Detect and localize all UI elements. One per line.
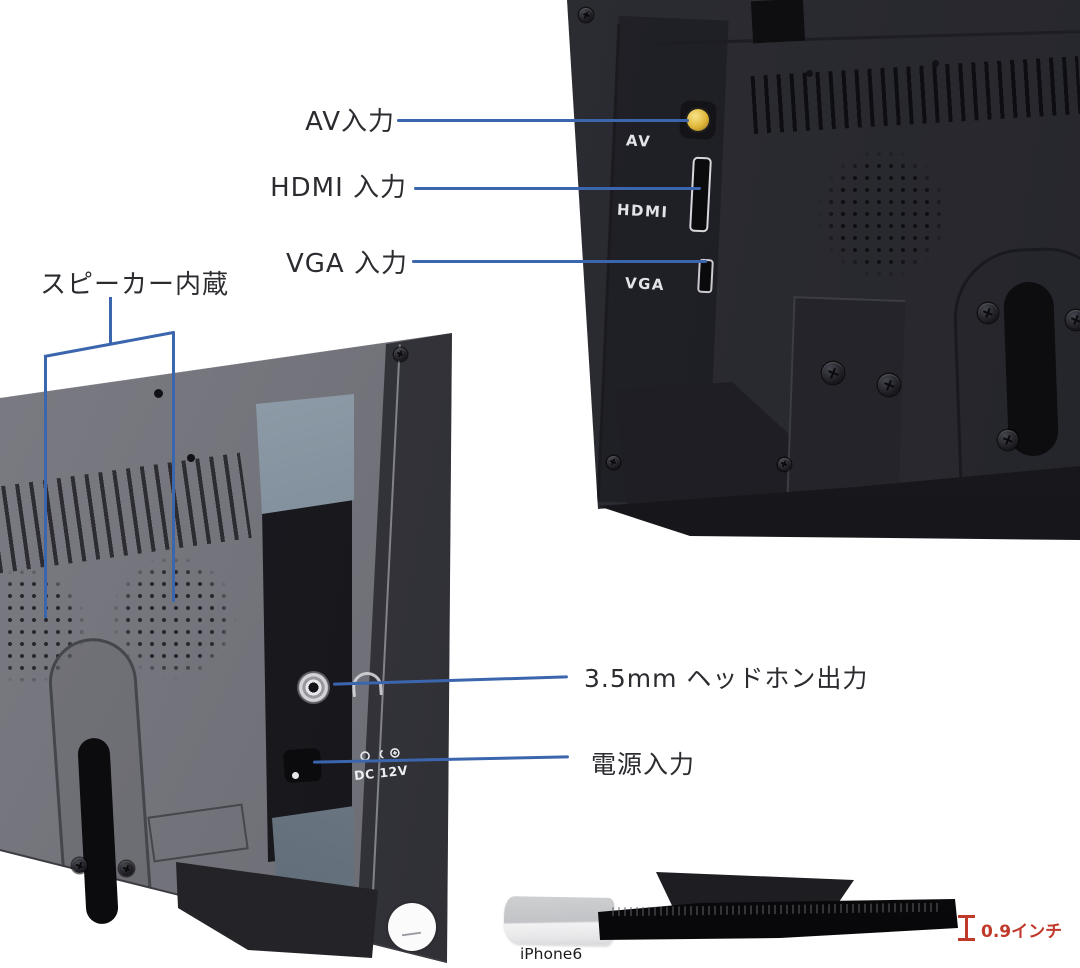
callout-power-label: 電源入力 [591, 750, 696, 779]
hdmi-port [689, 156, 712, 233]
recessed-rectangle [147, 803, 249, 863]
thickness-bracket-icon [958, 915, 976, 941]
vent-slots [750, 56, 1080, 134]
screw [607, 456, 620, 469]
thickness-label: 0.9インチ [981, 922, 1063, 942]
round-sticker [388, 903, 436, 951]
callout-headphone-label: 3.5mm ヘッドホン出力 [584, 664, 869, 693]
av-rca-port [687, 109, 709, 131]
screw [822, 362, 844, 384]
screw [119, 861, 134, 876]
speaker-grille [813, 148, 953, 280]
speaker-bracket-left-line [44, 356, 47, 618]
headphone-jack [297, 671, 330, 704]
callout-hdmi-label: HDMI 入力 [270, 173, 407, 203]
vent-slots [0, 452, 252, 574]
av-port-label: AV [625, 131, 652, 151]
vga-port-label: VGA [624, 273, 666, 295]
iphone-label: iPhone6 [520, 945, 583, 963]
speaker-bracket-right-line [172, 332, 175, 602]
callout-hdmi-line [414, 187, 701, 190]
iphone-side-view [503, 896, 615, 945]
callout-av-line [397, 119, 689, 122]
callout-vga-line [412, 260, 707, 263]
screw [778, 458, 791, 471]
mount-tab [750, 0, 806, 44]
screw [72, 858, 87, 873]
power-polarity-icon [360, 748, 400, 761]
pin-hole [932, 60, 939, 67]
sticker-mark [401, 931, 422, 937]
screw [394, 348, 407, 361]
callout-vga-label: VGA 入力 [286, 249, 408, 279]
screw [978, 303, 998, 323]
screw [998, 430, 1018, 450]
pin-hole [154, 389, 163, 398]
pin-hole [187, 454, 195, 462]
screw [1066, 310, 1080, 330]
hdmi-port-label: HDMI [616, 200, 669, 222]
dc-power-jack [282, 747, 323, 784]
pin-hole [806, 70, 813, 77]
screw [579, 8, 593, 22]
vga-port [697, 258, 714, 294]
raised-panel [786, 296, 906, 500]
screw [878, 374, 900, 396]
callout-av-label: AV入力 [305, 107, 395, 137]
speaker-bracket-stem [109, 297, 112, 345]
dc-jack-pin [292, 772, 299, 779]
callout-speaker-label: スピーカー内蔵 [40, 270, 230, 300]
